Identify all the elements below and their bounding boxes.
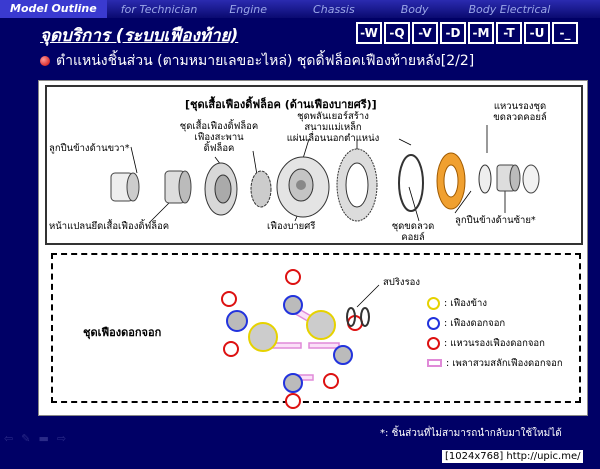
bullet-icon bbox=[40, 56, 50, 66]
legend-item-side-gear: : เฟืองข้าง bbox=[427, 293, 563, 313]
legend-item-pinion-shaft: : เพลาสวมสลักเฟืองดอกจอก bbox=[427, 353, 563, 373]
magnet-plunger-icon bbox=[398, 154, 424, 212]
yellow-circle-icon bbox=[427, 296, 440, 310]
code-button-q[interactable]: -Q bbox=[384, 22, 410, 44]
label-magnet-plunger: ชุดพลันเยอร์สร้าง สนามแม่เหล็ก แผ่นเลื่อ… bbox=[286, 111, 380, 144]
label-coil-washer: แหวนรองชุด ขดลวดคอยล์ bbox=[493, 101, 547, 123]
diff-case-title: [ชุดเสื้อเฟืองดิ้ฟล็อค (ด้านเฟืองบายศรี)… bbox=[185, 98, 377, 111]
legend: : เฟืองข้าง : เฟืองดอกจอก : แหวนรองเฟือง… bbox=[427, 293, 563, 373]
legend-item-pinion-gear: : เฟืองดอกจอก bbox=[427, 313, 563, 333]
tab-for-technician[interactable]: for Technician bbox=[120, 2, 198, 16]
diff-spider-gear-icon bbox=[250, 170, 272, 208]
tab-body-electrical[interactable]: Body Electrical bbox=[468, 2, 551, 16]
bearing-left-race-icon bbox=[522, 164, 540, 194]
menu-icon[interactable]: ▬ bbox=[38, 432, 49, 445]
forward-arrow-icon[interactable]: ⇨ bbox=[56, 432, 67, 445]
page-subtitle: ตำแหน่งชิ้นส่วน (ตามหมายเลขอะไหล่) ชุดดิ… bbox=[56, 53, 475, 69]
label-bearing-left: ลูกปืนข้างด้านซ้าย* bbox=[455, 215, 536, 226]
label-bearing-right: ลูกปืนข้างด้านขวา* bbox=[49, 143, 130, 154]
label-case-flange: หน้าแปลนยึดเสื้อเฟืองดิ้ฟล็อค bbox=[49, 221, 170, 232]
ring-gear-icon bbox=[336, 148, 378, 222]
pinion-gear-box bbox=[51, 253, 581, 403]
legend-item-pinion-washer: : แหวนรองเฟืองดอกจอก bbox=[427, 333, 563, 353]
diagram-panel: [ชุดเสื้อเฟืองดิ้ฟล็อค (ด้านเฟืองบายศรี)… bbox=[38, 80, 588, 416]
case-flange-icon bbox=[204, 162, 238, 216]
code-button-u[interactable]: -U bbox=[524, 22, 550, 44]
bearing-right-2-icon bbox=[164, 170, 192, 204]
label-coil: ชุดขดลวด คอยล์ bbox=[391, 221, 435, 243]
slide-nav: ⇦ ✎ ▬ ⇨ bbox=[4, 432, 66, 445]
bearing-right-icon bbox=[110, 172, 140, 202]
label-spring: สปริงรอง bbox=[383, 277, 421, 288]
bearing-left-icon bbox=[496, 164, 521, 192]
code-button-m[interactable]: -M bbox=[468, 22, 494, 44]
back-arrow-icon[interactable]: ⇦ bbox=[4, 432, 14, 445]
diff-case-box bbox=[45, 85, 583, 245]
code-button-w[interactable]: -W bbox=[356, 22, 382, 44]
code-button-d[interactable]: -D bbox=[440, 22, 466, 44]
blue-circle-icon bbox=[427, 316, 440, 330]
image-credit: [1024x768] http://upic.me/ bbox=[442, 450, 584, 463]
tab-body[interactable]: Body bbox=[400, 2, 429, 16]
label-diff-case: ชุดเสื้อเฟืองดิ้ฟล็อค เฟืองสะพาน ดิ้ฟล็อ… bbox=[179, 121, 259, 154]
tab-chassis[interactable]: Chassis bbox=[313, 2, 355, 16]
coil-washer-icon bbox=[478, 164, 492, 194]
diff-case-icon bbox=[276, 156, 330, 218]
model-code-bar: -W -Q -V -D -M -T -U -_ bbox=[356, 22, 578, 44]
tab-model-outline[interactable]: Model Outline bbox=[0, 0, 107, 18]
code-button-blank[interactable]: -_ bbox=[552, 22, 578, 44]
coil-icon bbox=[436, 152, 466, 210]
red-circle-icon bbox=[427, 336, 440, 350]
pinion-gear-title: ชุดเฟืองดอกจอก bbox=[83, 326, 162, 339]
tab-engine[interactable]: Engine bbox=[229, 2, 268, 16]
code-button-t[interactable]: -T bbox=[496, 22, 522, 44]
subtitle-row: ตำแหน่งชิ้นส่วน (ตามหมายเลขอะไหล่) ชุดดิ… bbox=[40, 50, 474, 72]
parts-illustration bbox=[110, 125, 540, 409]
code-button-v[interactable]: -V bbox=[412, 22, 438, 44]
top-nav: Model Outline for Technician Engine Chas… bbox=[0, 0, 600, 18]
pen-icon[interactable]: ✎ bbox=[21, 432, 31, 445]
pink-rect-icon bbox=[427, 359, 442, 367]
footnote: *: ชิ้นส่วนที่ไม่สามารถนำกลับมาใช้ใหม่ได… bbox=[380, 428, 562, 439]
section-title: จุดบริการ (ระบบเฟืองท้าย) bbox=[40, 26, 239, 46]
pinion-exploded-view bbox=[221, 269, 370, 409]
label-ring-gear: เฟืองบายศรี bbox=[267, 221, 316, 232]
